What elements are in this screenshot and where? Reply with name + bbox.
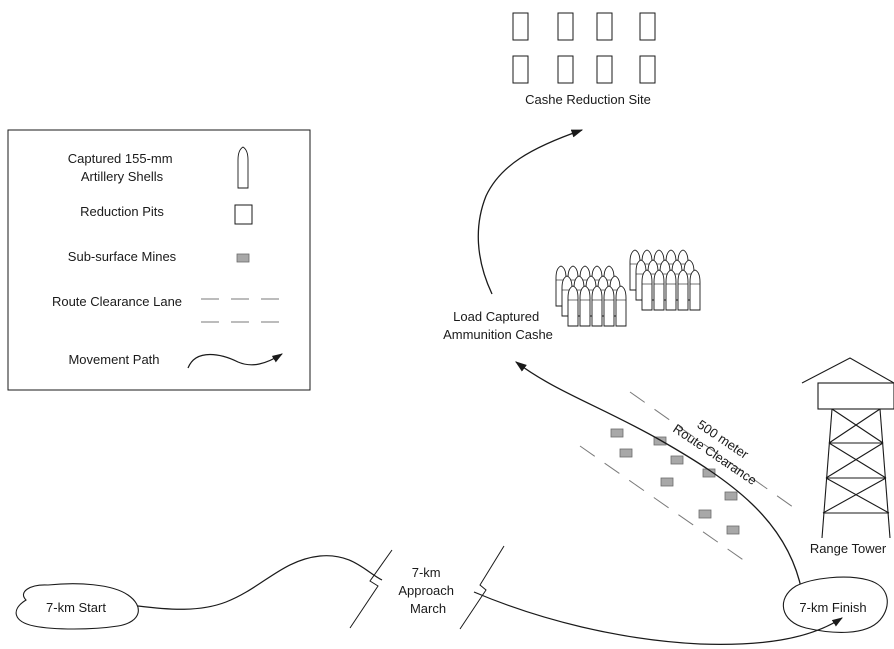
approach-march-label-line1: 7-km bbox=[412, 565, 441, 580]
movement-path-to-reduction-site bbox=[477, 129, 584, 295]
approach-march-label: 7-km Approach March bbox=[398, 565, 457, 616]
reduction-pit-icon bbox=[557, 55, 574, 84]
load-cache-label-line1: Load Captured bbox=[453, 309, 539, 324]
mine-icon bbox=[698, 509, 712, 519]
artillery-shell-icon bbox=[237, 146, 249, 189]
mine-icon bbox=[726, 525, 740, 535]
route-clearance-label: 500 meter Route Clearance bbox=[670, 407, 769, 488]
approach-march-path-start bbox=[137, 555, 383, 610]
finish-area-outline bbox=[782, 576, 888, 633]
legend: Captured 155-mm Artillery Shells Reducti… bbox=[7, 129, 311, 391]
movement-path-through-lane bbox=[515, 361, 803, 593]
sub-surface-mines bbox=[610, 428, 740, 535]
reduction-pits bbox=[512, 12, 656, 84]
legend-label-mines: Sub-surface Mines bbox=[68, 249, 177, 264]
ammunition-stack-left bbox=[555, 265, 627, 327]
mine-icon bbox=[660, 477, 674, 487]
load-cache-label: Load Captured Ammunition Cashe bbox=[443, 309, 553, 342]
cache-reduction-site-label: Cashe Reduction Site bbox=[525, 92, 651, 107]
svg-text:500 meter Route Clearanc: 500 meter Route Clearance bbox=[670, 407, 769, 488]
legend-label-shells-line2: Artillery Shells bbox=[81, 169, 164, 184]
reduction-pit-icon bbox=[234, 204, 253, 225]
mine-icon bbox=[619, 448, 633, 458]
finish-label: 7-km Finish bbox=[799, 600, 866, 615]
legend-label-shells-line1: Captured 155-mm bbox=[68, 151, 173, 166]
approach-march-label-line3: March bbox=[410, 601, 446, 616]
mine-icon bbox=[653, 436, 667, 446]
legend-label-lane: Route Clearance Lane bbox=[52, 294, 182, 309]
reduction-pit-icon bbox=[512, 55, 529, 84]
movement-path-icon bbox=[187, 353, 283, 369]
reduction-pit-icon bbox=[596, 12, 613, 41]
approach-march-label-line2: Approach bbox=[398, 583, 454, 598]
mine-icon bbox=[670, 455, 684, 465]
mine-icon bbox=[610, 428, 624, 438]
range-tower-label: Range Tower bbox=[810, 541, 887, 556]
load-cache-label-line2: Ammunition Cashe bbox=[443, 327, 553, 342]
approach-march-break-left bbox=[349, 549, 393, 629]
reduction-pit-icon bbox=[639, 55, 656, 84]
start-label: 7-km Start bbox=[46, 600, 106, 615]
approach-march-path-end bbox=[473, 591, 843, 645]
legend-label-shells: Captured 155-mm Artillery Shells bbox=[68, 151, 176, 184]
clearance-lane-icon bbox=[201, 298, 290, 323]
mine-icon bbox=[236, 253, 250, 263]
reduction-pit-icon bbox=[596, 55, 613, 84]
range-tower-icon bbox=[801, 357, 894, 539]
reduction-pit-icon bbox=[639, 12, 656, 41]
reduction-pit-icon bbox=[512, 12, 529, 41]
legend-label-pits: Reduction Pits bbox=[80, 204, 164, 219]
ammunition-stack-right bbox=[629, 249, 701, 311]
legend-label-movement: Movement Path bbox=[68, 352, 159, 367]
approach-march-break-right bbox=[459, 545, 505, 630]
legend-frame bbox=[7, 129, 311, 391]
route-clearance-lane bbox=[579, 391, 801, 567]
start-area-outline bbox=[15, 583, 139, 630]
mine-icon bbox=[724, 491, 738, 501]
reduction-pit-icon bbox=[557, 12, 574, 41]
mine-icon bbox=[702, 468, 716, 478]
